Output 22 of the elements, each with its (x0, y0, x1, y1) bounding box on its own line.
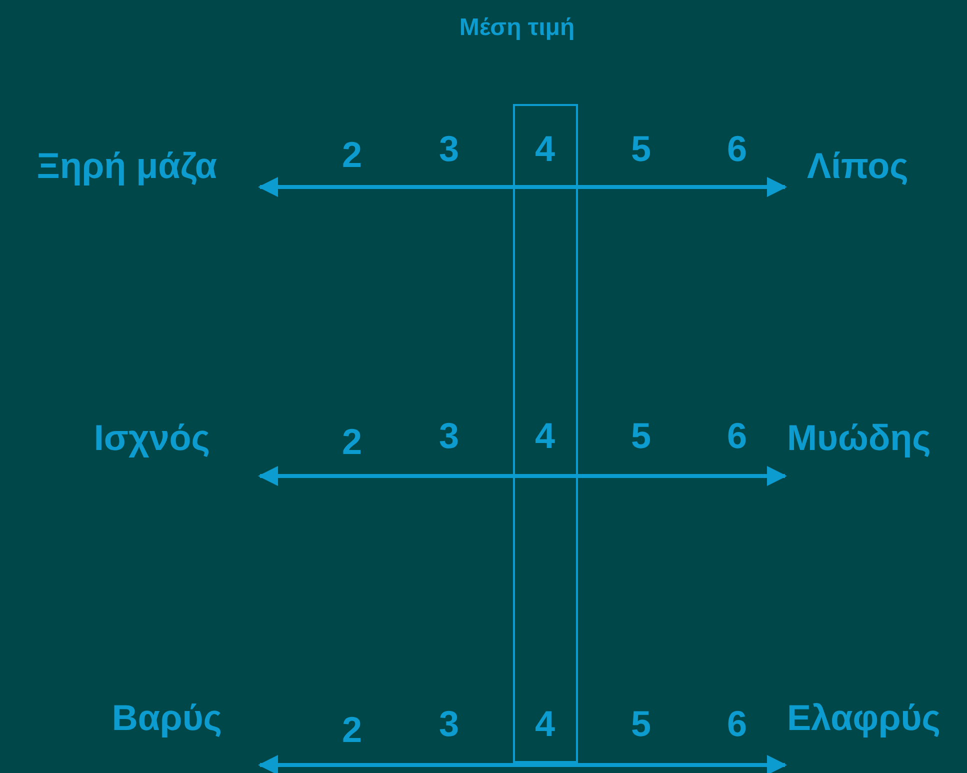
column-heading: Μέση τιμή (459, 16, 575, 40)
scale-number: 2 (342, 137, 362, 173)
scale-number: 3 (438, 418, 460, 454)
scale-end-label: Λίπος (807, 148, 908, 184)
scale-end-label: Βαρύς (112, 700, 222, 736)
scale-number: 6 (726, 706, 748, 742)
scale-end-label: Ελαφρύς (787, 700, 940, 736)
scale-end-label: Ισχνός (94, 420, 210, 456)
scale-number: 4 (534, 706, 556, 742)
scale-number: 3 (438, 706, 460, 742)
scale-end-label: Ξηρή μάζα (36, 148, 217, 184)
scale-number: 2 (342, 424, 362, 460)
scale-number: 6 (726, 418, 748, 454)
scale-number: 5 (630, 131, 652, 167)
scale-number: 6 (726, 131, 748, 167)
scale-end-label: Μυώδης (787, 420, 931, 456)
scale-number: 5 (630, 706, 652, 742)
scale-number: 5 (630, 418, 652, 454)
scale-number: 3 (438, 131, 460, 167)
scale-number: 2 (342, 712, 362, 748)
scale-number: 4 (534, 131, 556, 167)
scale-number: 4 (534, 418, 556, 454)
